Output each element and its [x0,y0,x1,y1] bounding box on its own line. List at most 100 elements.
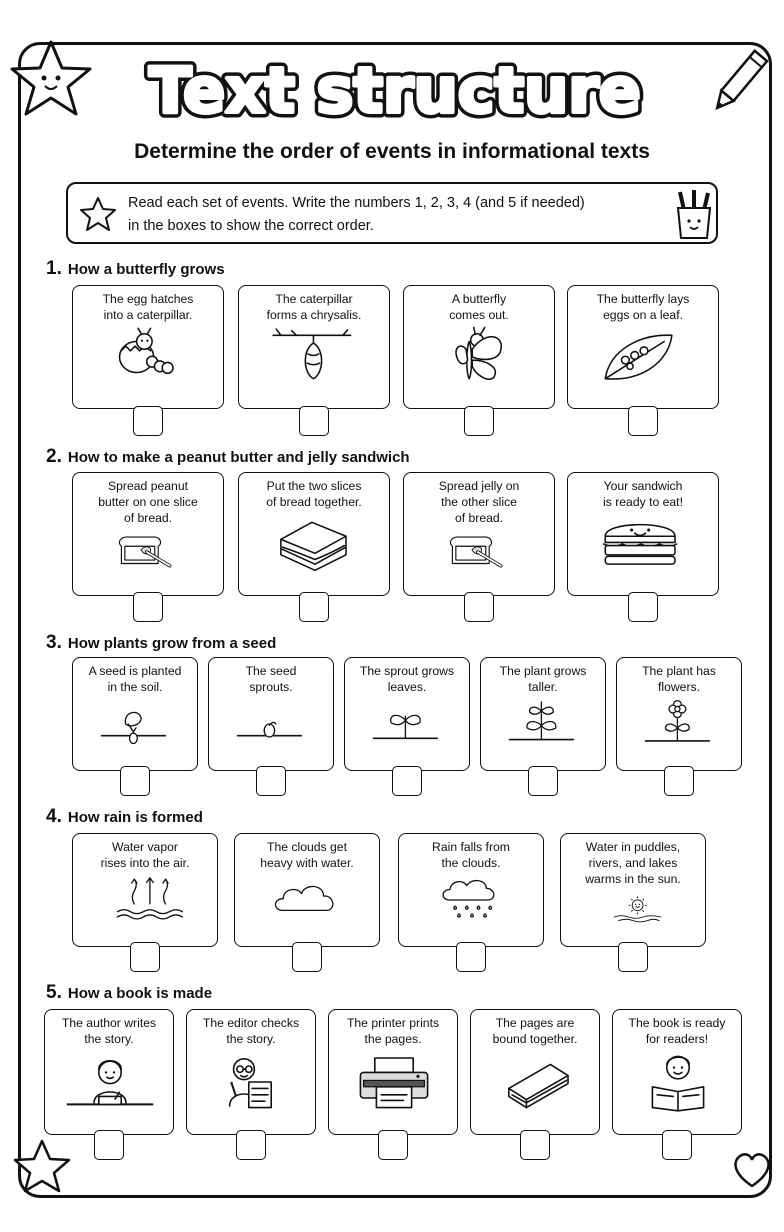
rain-cloud-icon [442,880,495,918]
section-number: 2. [46,446,62,467]
answer-box[interactable] [618,942,648,972]
chrysalis-icon [272,328,352,380]
small-star-icon [13,1139,71,1193]
book-icon [508,1063,569,1109]
answer-box[interactable] [133,406,163,436]
author-icon [66,1060,154,1106]
section-title: How rain is formed [67,809,203,826]
answer-box[interactable] [628,592,658,622]
section-heading: 3.How plants grow from a seed [46,632,276,654]
planted-seed-icon [100,711,166,745]
answer-box[interactable] [236,1130,266,1160]
heart-icon [734,1153,770,1188]
answer-box[interactable] [464,592,494,622]
star-icon [80,197,116,231]
subtitle: Determine the order of events in informa… [134,140,650,163]
hatching-caterpillar-icon [118,327,174,375]
editor-icon [228,1058,272,1109]
instructions-box: Read each set of events. Write the numbe… [66,182,718,244]
instructions-line-2: in the boxes to show the correct order. [128,218,374,234]
page-title: Text structure Text structure [100,44,690,134]
section-title: How plants grow from a seed [67,635,277,652]
section-heading: 2. How to make a peanut butter and jelly … [46,446,410,468]
sprout-icon [372,714,438,740]
smiling-star-icon [10,40,92,116]
eggs-on-leaf-icon [604,334,673,380]
cloud-icon [274,885,334,912]
answer-box[interactable] [392,766,422,796]
sandwich-icon [280,521,347,572]
answer-box[interactable] [464,406,494,436]
pencil-cup-icon [676,190,712,239]
section-number: 1. [46,258,62,279]
answer-box[interactable] [292,942,322,972]
title-outline: Text structure [149,54,641,127]
section-title: How to make a peanut butter and jelly sa… [67,449,410,466]
bread-knife-icon [449,536,503,568]
answer-box[interactable] [528,766,558,796]
instructions-line-1: Read each set of events. Write the numbe… [128,195,585,211]
section-number: 4. [46,806,62,827]
flower-icon [644,699,710,742]
section-heading: 1. How a butterfly grows [46,258,225,280]
answer-box[interactable] [662,1130,692,1160]
answer-box[interactable] [378,1130,408,1160]
sun-water-icon [613,896,662,923]
section-heading: 5. How a book is made [46,982,212,1004]
answer-box[interactable] [299,592,329,622]
answer-box[interactable] [133,592,163,622]
answer-box[interactable] [628,406,658,436]
section-heading: 4. How rain is formed [46,806,203,828]
answer-box[interactable] [94,1130,124,1160]
answer-box[interactable] [130,942,160,972]
answer-box[interactable] [120,766,150,796]
answer-box[interactable] [299,406,329,436]
page-border [18,42,772,1198]
section-title: How a book is made [67,985,213,1002]
answer-box[interactable] [664,766,694,796]
section-title: How a butterfly grows [67,261,225,278]
printer-icon [359,1057,429,1109]
answer-box[interactable] [256,766,286,796]
answer-box[interactable] [456,942,486,972]
title-fill: Text structure [149,54,641,127]
section-number: 5. [46,982,62,1003]
evaporation-icon [116,877,184,920]
tall-plant-icon [508,701,574,741]
answer-box[interactable] [520,1130,550,1160]
